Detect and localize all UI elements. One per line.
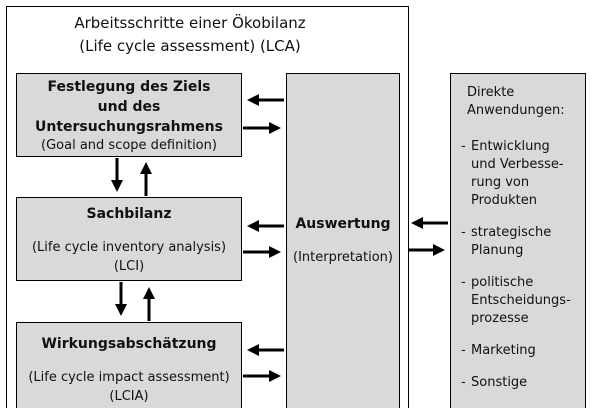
application-item: politische Entscheidungs- prozesse [459,274,581,328]
interpretation-box: Auswertung (Interpretation) [286,73,400,408]
interpretation-heading: Auswertung [295,216,391,232]
goal-scope-heading-3: Untersuchungsrahmens [35,119,223,135]
inventory-analysis-box: Sachbilanz (Life cycle inventory analysi… [16,197,242,281]
applications-heading: Direkte Anwendungen: [467,84,581,120]
application-line: und Verbesse- [471,157,564,172]
application-line: prozesse [471,311,529,326]
application-item: Entwicklung und Verbesse- rung von Produ… [459,138,581,210]
application-line: rung von [471,175,530,190]
application-line: Marketing [471,343,536,358]
application-line: Planung [471,243,524,258]
inventory-analysis-heading: Sachbilanz [86,206,172,222]
goal-scope-heading-2: und des [97,99,161,115]
inventory-analysis-subtitle-2: (LCI) [113,259,145,274]
application-line: strategische [471,225,552,240]
application-item: strategische Planung [459,224,581,260]
impact-assessment-heading: Wirkungsabschätzung [41,336,217,352]
impact-assessment-box: Wirkungsabschätzung (Life cycle impact a… [16,322,242,408]
impact-assessment-subtitle-1: (Life cycle impact assessment) [28,370,230,385]
diagram-title: Arbeitsschritte einer Ökobilanz (Life cy… [60,12,320,58]
applications-heading-2: Anwendungen: [467,103,565,118]
application-line: Entscheidungs- [471,293,571,308]
impact-assessment-subtitle-2: (LCIA) [109,389,149,404]
title-line-1: Arbeitsschritte einer Ökobilanz [74,14,306,32]
application-line: Entwicklung [471,139,550,154]
application-line: Produkten [471,193,537,208]
applications-box: Direkte Anwendungen: Entwicklung und Ver… [450,73,586,408]
goal-scope-heading-1: Festlegung des Ziels [47,79,211,95]
title-line-2: (Life cycle assessment) (LCA) [79,37,301,55]
application-item: Sonstige [459,374,581,392]
goal-scope-box: Festlegung des Ziels und des Untersuchun… [16,73,242,157]
application-line: politische [471,275,534,290]
application-item: Marketing [459,342,581,360]
application-line: Sonstige [471,375,528,390]
inventory-analysis-subtitle-1: (Life cycle inventory analysis) [31,240,227,255]
goal-scope-subtitle: (Goal and scope definition) [41,138,217,153]
applications-heading-1: Direkte [467,85,515,100]
interpretation-subtitle: (Interpretation) [293,250,393,265]
